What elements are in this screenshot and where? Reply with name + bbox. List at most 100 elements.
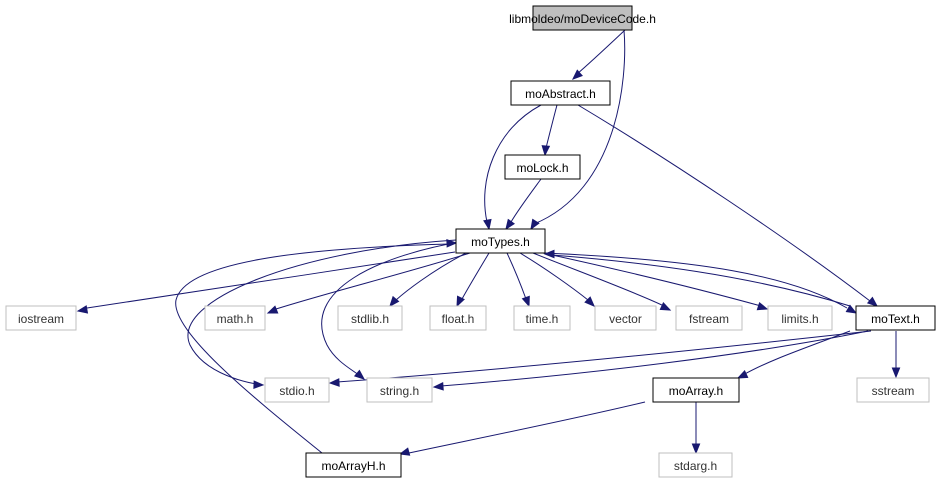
edge-line	[544, 252, 848, 309]
node-stdlib: stdlib.h	[337, 305, 403, 331]
edge-moText-to-stdio	[328, 330, 872, 387]
node-box	[305, 452, 402, 478]
arrowhead-icon	[543, 249, 555, 259]
node-label: stdarg.h	[674, 459, 717, 473]
node-math: math.h	[204, 305, 266, 331]
arrowhead-icon	[756, 301, 769, 311]
arrowhead-icon	[266, 305, 279, 314]
node-label: moArrayH.h	[321, 459, 385, 473]
edge-moTypes-to-time	[506, 252, 530, 308]
arrowhead-icon	[505, 218, 516, 231]
node-sstream: sstream	[856, 377, 930, 403]
edge-line	[461, 252, 490, 300]
edge-moTypes-to-fstream	[532, 252, 672, 311]
node-label: string.h	[380, 384, 419, 398]
edge-moText-to-sstream	[891, 331, 901, 379]
edge-moTypes-to-vector	[519, 252, 595, 307]
node-box	[594, 305, 657, 331]
node-stdarg: stdarg.h	[658, 452, 733, 478]
node-box	[652, 377, 740, 403]
arrowhead-icon	[866, 296, 879, 307]
arrowhead-icon	[691, 443, 701, 455]
edge-moAbstract-to-moText	[577, 104, 879, 307]
node-label: sstream	[872, 384, 915, 398]
node-box	[532, 5, 633, 31]
edge-line	[533, 29, 626, 225]
node-label: fstream	[689, 312, 729, 326]
node-box	[855, 305, 936, 331]
arrowhead-icon	[483, 218, 492, 231]
node-moText[interactable]: moText.h	[855, 305, 936, 331]
node-moArray[interactable]: moArray.h	[652, 377, 740, 403]
arrowhead-icon	[76, 305, 89, 314]
node-box	[264, 377, 330, 403]
arrowhead-icon	[659, 302, 672, 311]
node-box	[5, 305, 77, 331]
node-iostream: iostream	[5, 305, 77, 331]
arrowhead-icon	[891, 367, 901, 379]
edge-moTypes-to-iostream	[76, 251, 456, 314]
edge-moTypes-to-string	[321, 240, 466, 380]
edge-moText-to-moArray	[736, 330, 851, 379]
nodes-layer: libmoldeo/moDeviceCode.h moAbstract.h moLo…	[5, 5, 936, 478]
arrowhead-icon	[736, 370, 749, 379]
node-label: vector	[609, 312, 642, 326]
node-root[interactable]: libmoldeo/moDeviceCode.h	[509, 5, 656, 31]
node-moLock[interactable]: moLock.h	[504, 154, 581, 180]
node-label: stdlib.h	[351, 312, 389, 326]
node-label: moText.h	[871, 312, 920, 326]
arrowhead-icon	[571, 69, 583, 80]
node-moAbstract[interactable]: moAbstract.h	[510, 80, 611, 106]
arrowhead-icon	[530, 218, 540, 231]
node-box	[337, 305, 403, 331]
edge-moAbstract-to-moLock	[541, 104, 558, 157]
node-box	[366, 377, 433, 403]
node-label: math.h	[217, 312, 254, 326]
arrowhead-icon	[398, 447, 411, 456]
edge-moArrayH-to-moTypes	[175, 238, 458, 454]
node-limits: limits.h	[767, 305, 833, 331]
edge-moAbstract-to-moTypes	[483, 104, 542, 231]
node-moArrayH[interactable]: moArrayH.h	[305, 452, 402, 478]
node-label: iostream	[18, 312, 64, 326]
node-label: moArray.h	[669, 384, 723, 398]
node-box	[856, 377, 930, 403]
arrowhead-icon	[456, 295, 465, 308]
arrowhead-icon	[253, 380, 265, 390]
node-label: libmoldeo/moDeviceCode.h	[509, 12, 656, 26]
edge-moArray-to-stdarg	[691, 402, 701, 455]
node-time: time.h	[513, 305, 571, 331]
edges-layer	[76, 29, 901, 456]
edge-root-to-moTypes	[530, 29, 626, 231]
edge-moText-to-moTypes	[543, 249, 851, 307]
edge-line	[577, 104, 871, 302]
node-box	[513, 305, 571, 331]
edge-moTypes-to-float	[456, 252, 490, 308]
edge-line	[395, 252, 467, 301]
node-box	[675, 305, 743, 331]
arrowhead-icon	[389, 295, 400, 308]
node-label: moLock.h	[516, 161, 568, 175]
edge-line	[440, 330, 869, 387]
edge-line	[542, 252, 762, 307]
node-label: float.h	[442, 312, 475, 326]
node-label: moAbstract.h	[525, 87, 596, 101]
edge-moTypes-to-moText	[544, 252, 858, 314]
node-moTypes[interactable]: moTypes.h	[455, 228, 546, 254]
edge-moTypes-to-stdio	[187, 239, 457, 390]
edge-line	[321, 240, 466, 377]
node-label: limits.h	[781, 312, 818, 326]
edge-line	[576, 29, 626, 75]
edge-line	[175, 243, 451, 454]
node-box	[767, 305, 833, 331]
edge-line	[336, 330, 872, 383]
edge-moTypes-to-math	[266, 252, 471, 314]
arrowhead-icon	[446, 238, 458, 248]
edge-line	[519, 252, 589, 301]
edge-line	[532, 252, 665, 307]
edge-line	[545, 104, 558, 149]
arrowhead-icon	[845, 304, 858, 314]
node-string: string.h	[366, 377, 433, 403]
edge-line	[187, 239, 457, 385]
